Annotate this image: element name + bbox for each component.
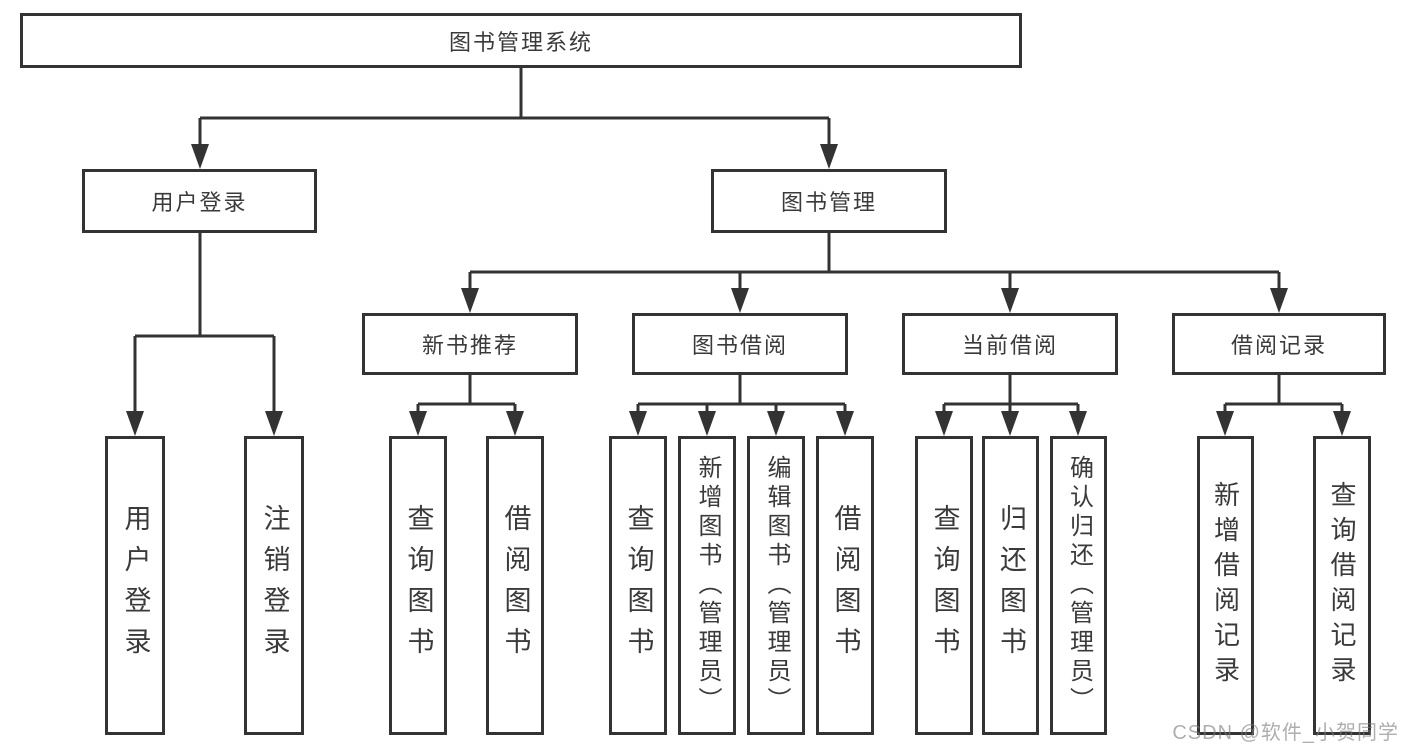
csdn-watermark: CSDN @软件_小贺同学 xyxy=(1172,722,1399,744)
node-label: 用户登录 xyxy=(120,503,151,668)
node-label: 图书管理 xyxy=(780,190,877,215)
leaf-query-borrow-record: 查询借阅记录 xyxy=(1313,436,1371,735)
arrow-down-icons xyxy=(126,144,1351,436)
node-label: 新增借阅记录 xyxy=(1210,480,1241,691)
node-label: 当前借阅 xyxy=(961,333,1058,358)
leaf-edit-books-admin: 编辑图书（管理员） xyxy=(747,436,805,735)
leaf-user-login: 用户登录 xyxy=(105,436,165,735)
leaf-add-books-admin: 新增图书（管理员） xyxy=(678,436,736,735)
leaf-add-borrow-record: 新增借阅记录 xyxy=(1197,436,1254,735)
node-label: 查询借阅记录 xyxy=(1327,480,1357,691)
node-book-borrow: 图书借阅 xyxy=(632,313,848,375)
node-label: 确认归还（管理员） xyxy=(1065,455,1093,716)
node-current-borrow: 当前借阅 xyxy=(902,313,1118,375)
leaf-borrow-books-recommend: 借阅图书 xyxy=(486,436,544,735)
leaf-query-books-recommend: 查询图书 xyxy=(389,436,447,735)
leaf-query-books-borrow: 查询图书 xyxy=(609,436,667,735)
node-book-management: 图书管理 xyxy=(711,169,947,233)
node-label: 图书管理系统 xyxy=(448,29,593,55)
node-label: 查询图书 xyxy=(929,503,960,668)
leaf-logout: 注销登录 xyxy=(244,436,304,735)
node-label: 新书推荐 xyxy=(421,333,518,358)
leaf-return-books: 归还图书 xyxy=(982,436,1039,735)
node-user-login: 用户登录 xyxy=(82,169,317,233)
node-borrow-records: 借阅记录 xyxy=(1172,313,1386,375)
node-label: 用户登录 xyxy=(151,190,248,215)
node-root-system: 图书管理系统 xyxy=(20,13,1022,68)
node-label: 借阅记录 xyxy=(1230,333,1327,358)
leaf-borrow-books: 借阅图书 xyxy=(816,436,874,735)
node-label: 借阅图书 xyxy=(500,503,531,668)
node-label: 查询图书 xyxy=(403,503,434,668)
node-label: 归还图书 xyxy=(996,503,1026,668)
node-label: 借阅图书 xyxy=(830,503,861,668)
node-label: 查询图书 xyxy=(623,503,654,668)
node-label: 新增图书（管理员） xyxy=(694,455,721,716)
connector-paths xyxy=(133,68,1344,418)
node-new-book-recommend: 新书推荐 xyxy=(362,313,578,375)
node-label: 注销登录 xyxy=(259,503,290,668)
leaf-query-books-current: 查询图书 xyxy=(915,436,973,735)
leaf-confirm-return-admin: 确认归还（管理员） xyxy=(1050,436,1107,735)
node-label: 编辑图书（管理员） xyxy=(763,455,790,716)
node-label: 图书借阅 xyxy=(691,333,788,358)
